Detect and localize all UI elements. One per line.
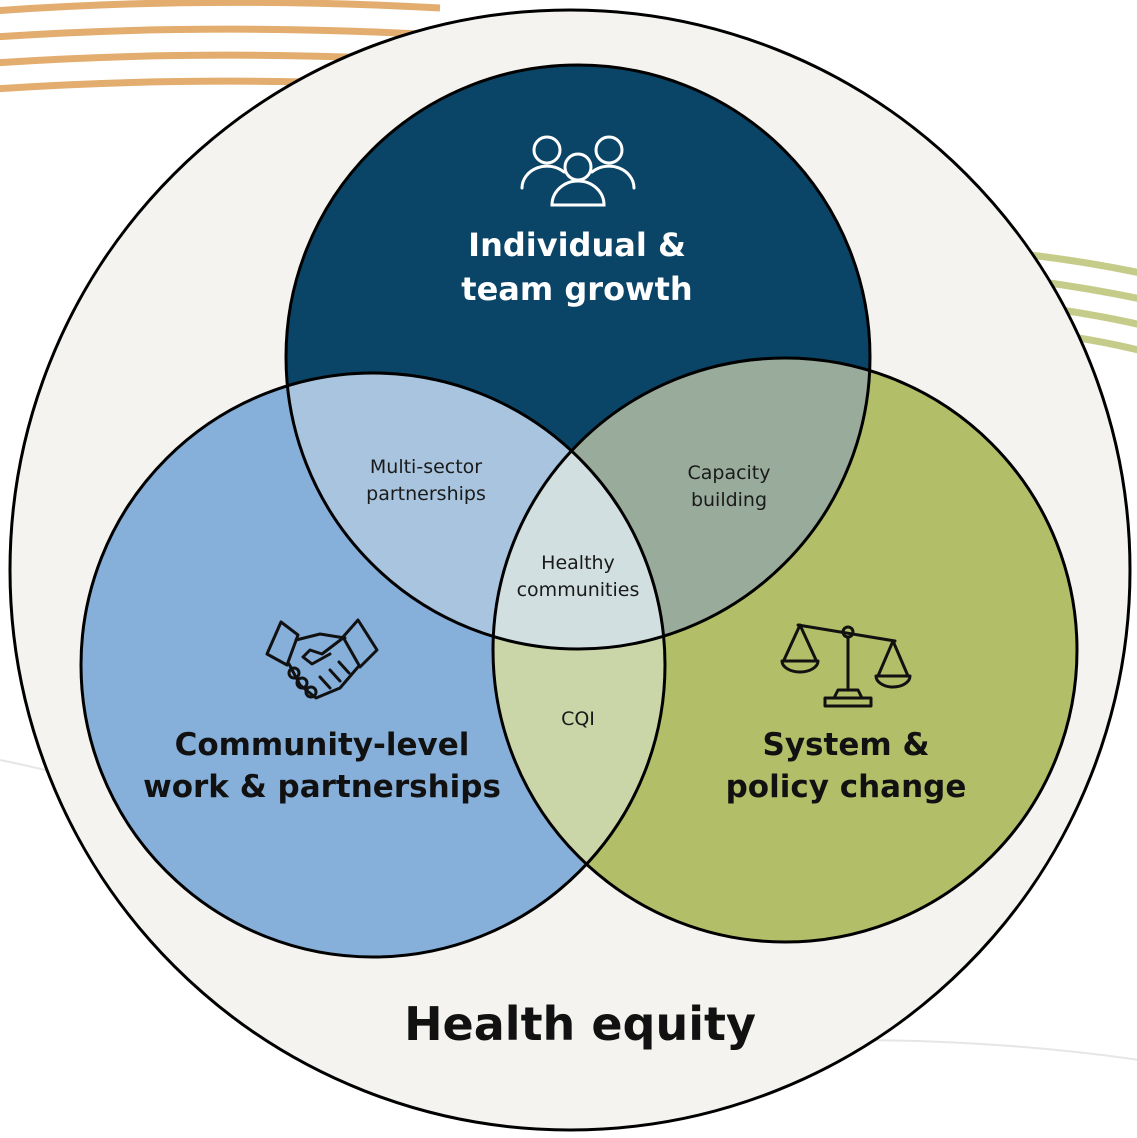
label-right-line2: policy change xyxy=(726,769,967,805)
label-center-line1: Healthy xyxy=(541,552,615,574)
label-health-equity: Health equity xyxy=(404,997,756,1051)
label-center-line2: communities xyxy=(517,579,640,601)
handshake-icon xyxy=(265,618,379,700)
overlap-top-right xyxy=(493,358,870,649)
label-right-line1: System & xyxy=(763,727,930,763)
label-top-left-line1: Multi-sector xyxy=(370,456,482,478)
label-top-right-line2: building xyxy=(691,489,767,511)
people-group-icon xyxy=(520,135,636,207)
overlap-top-left xyxy=(286,373,665,649)
label-top-left-line2: partnerships xyxy=(366,483,486,505)
balance-scale-icon xyxy=(780,623,912,708)
label-top-line1: Individual & xyxy=(468,226,686,264)
label-left-line2: work & partnerships xyxy=(143,769,501,805)
label-top-line2: team growth xyxy=(461,270,692,308)
label-left-right: CQI xyxy=(561,708,595,730)
label-left-line1: Community-level xyxy=(175,727,470,763)
circle-outlines xyxy=(79,63,1079,959)
label-top-right-line1: Capacity xyxy=(687,462,770,484)
